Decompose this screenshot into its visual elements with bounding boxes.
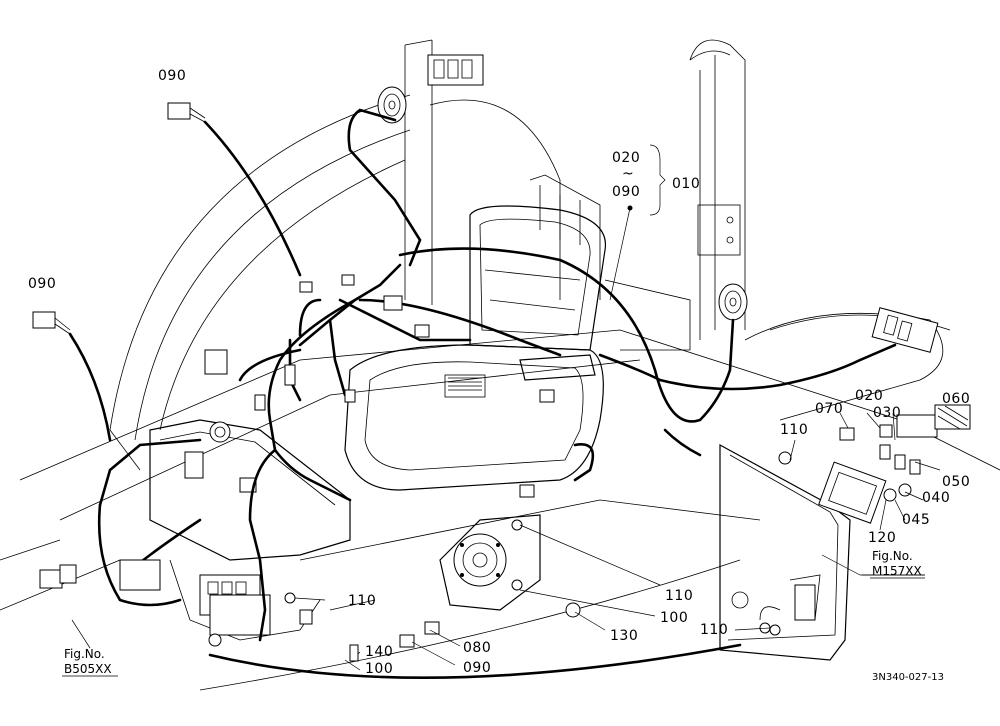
callout-090-mid: 090 xyxy=(612,184,640,200)
figure-ref-label: Fig.No. xyxy=(64,647,105,661)
callout-tilde: ~ xyxy=(622,166,634,182)
axle-housing xyxy=(439,514,541,611)
callout-110-center: 110 xyxy=(665,588,693,604)
callout-020-lower: 020 xyxy=(855,388,883,404)
fender-right xyxy=(429,99,951,421)
drawing-number: 3N340-027-13 xyxy=(872,672,944,683)
callout-labels: 090 090 020 ~ 090 010 110 070 020 030 06… xyxy=(28,68,970,677)
callout-110-lower: 110 xyxy=(700,622,728,638)
callout-030: 030 xyxy=(873,405,901,421)
fender-left xyxy=(109,94,411,471)
callout-050: 050 xyxy=(942,474,970,490)
work-lamp-left xyxy=(377,54,484,124)
connectors xyxy=(39,274,971,662)
callout-110-left: 110 xyxy=(348,593,376,609)
callout-100-left: 100 xyxy=(365,661,393,677)
seat xyxy=(344,174,691,491)
console-left xyxy=(149,419,351,641)
main-harness xyxy=(97,108,897,680)
callout-090-top: 090 xyxy=(158,68,186,84)
callout-080: 080 xyxy=(463,640,491,656)
callout-090-left: 090 xyxy=(28,276,56,292)
callout-140: 140 xyxy=(365,644,393,660)
figure-ref-number: B505XX xyxy=(64,662,112,676)
callout-010: 010 xyxy=(672,176,700,192)
figure-ref-label: Fig.No. xyxy=(872,549,913,563)
callout-090-bottom: 090 xyxy=(463,660,491,676)
callout-110-upper-right: 110 xyxy=(780,422,808,438)
callout-060: 060 xyxy=(942,391,970,407)
callout-070: 070 xyxy=(815,401,843,417)
callout-040: 040 xyxy=(922,490,950,506)
plug-090-left xyxy=(32,311,112,442)
plug-090-top xyxy=(167,102,302,277)
callout-045: 045 xyxy=(902,512,930,528)
callout-100-right: 100 xyxy=(660,610,688,626)
callout-120: 120 xyxy=(868,530,896,546)
figure-ref-b505xx: Fig.No. B505XX xyxy=(64,647,112,676)
work-lamp-right xyxy=(718,283,939,353)
callout-130: 130 xyxy=(610,628,638,644)
callout-020-upper: 020 xyxy=(612,150,640,166)
figure-ref-number: M157XX xyxy=(872,564,922,578)
leader-lines xyxy=(62,144,941,677)
figure-ref-m157xx: Fig.No. M157XX xyxy=(870,549,925,579)
